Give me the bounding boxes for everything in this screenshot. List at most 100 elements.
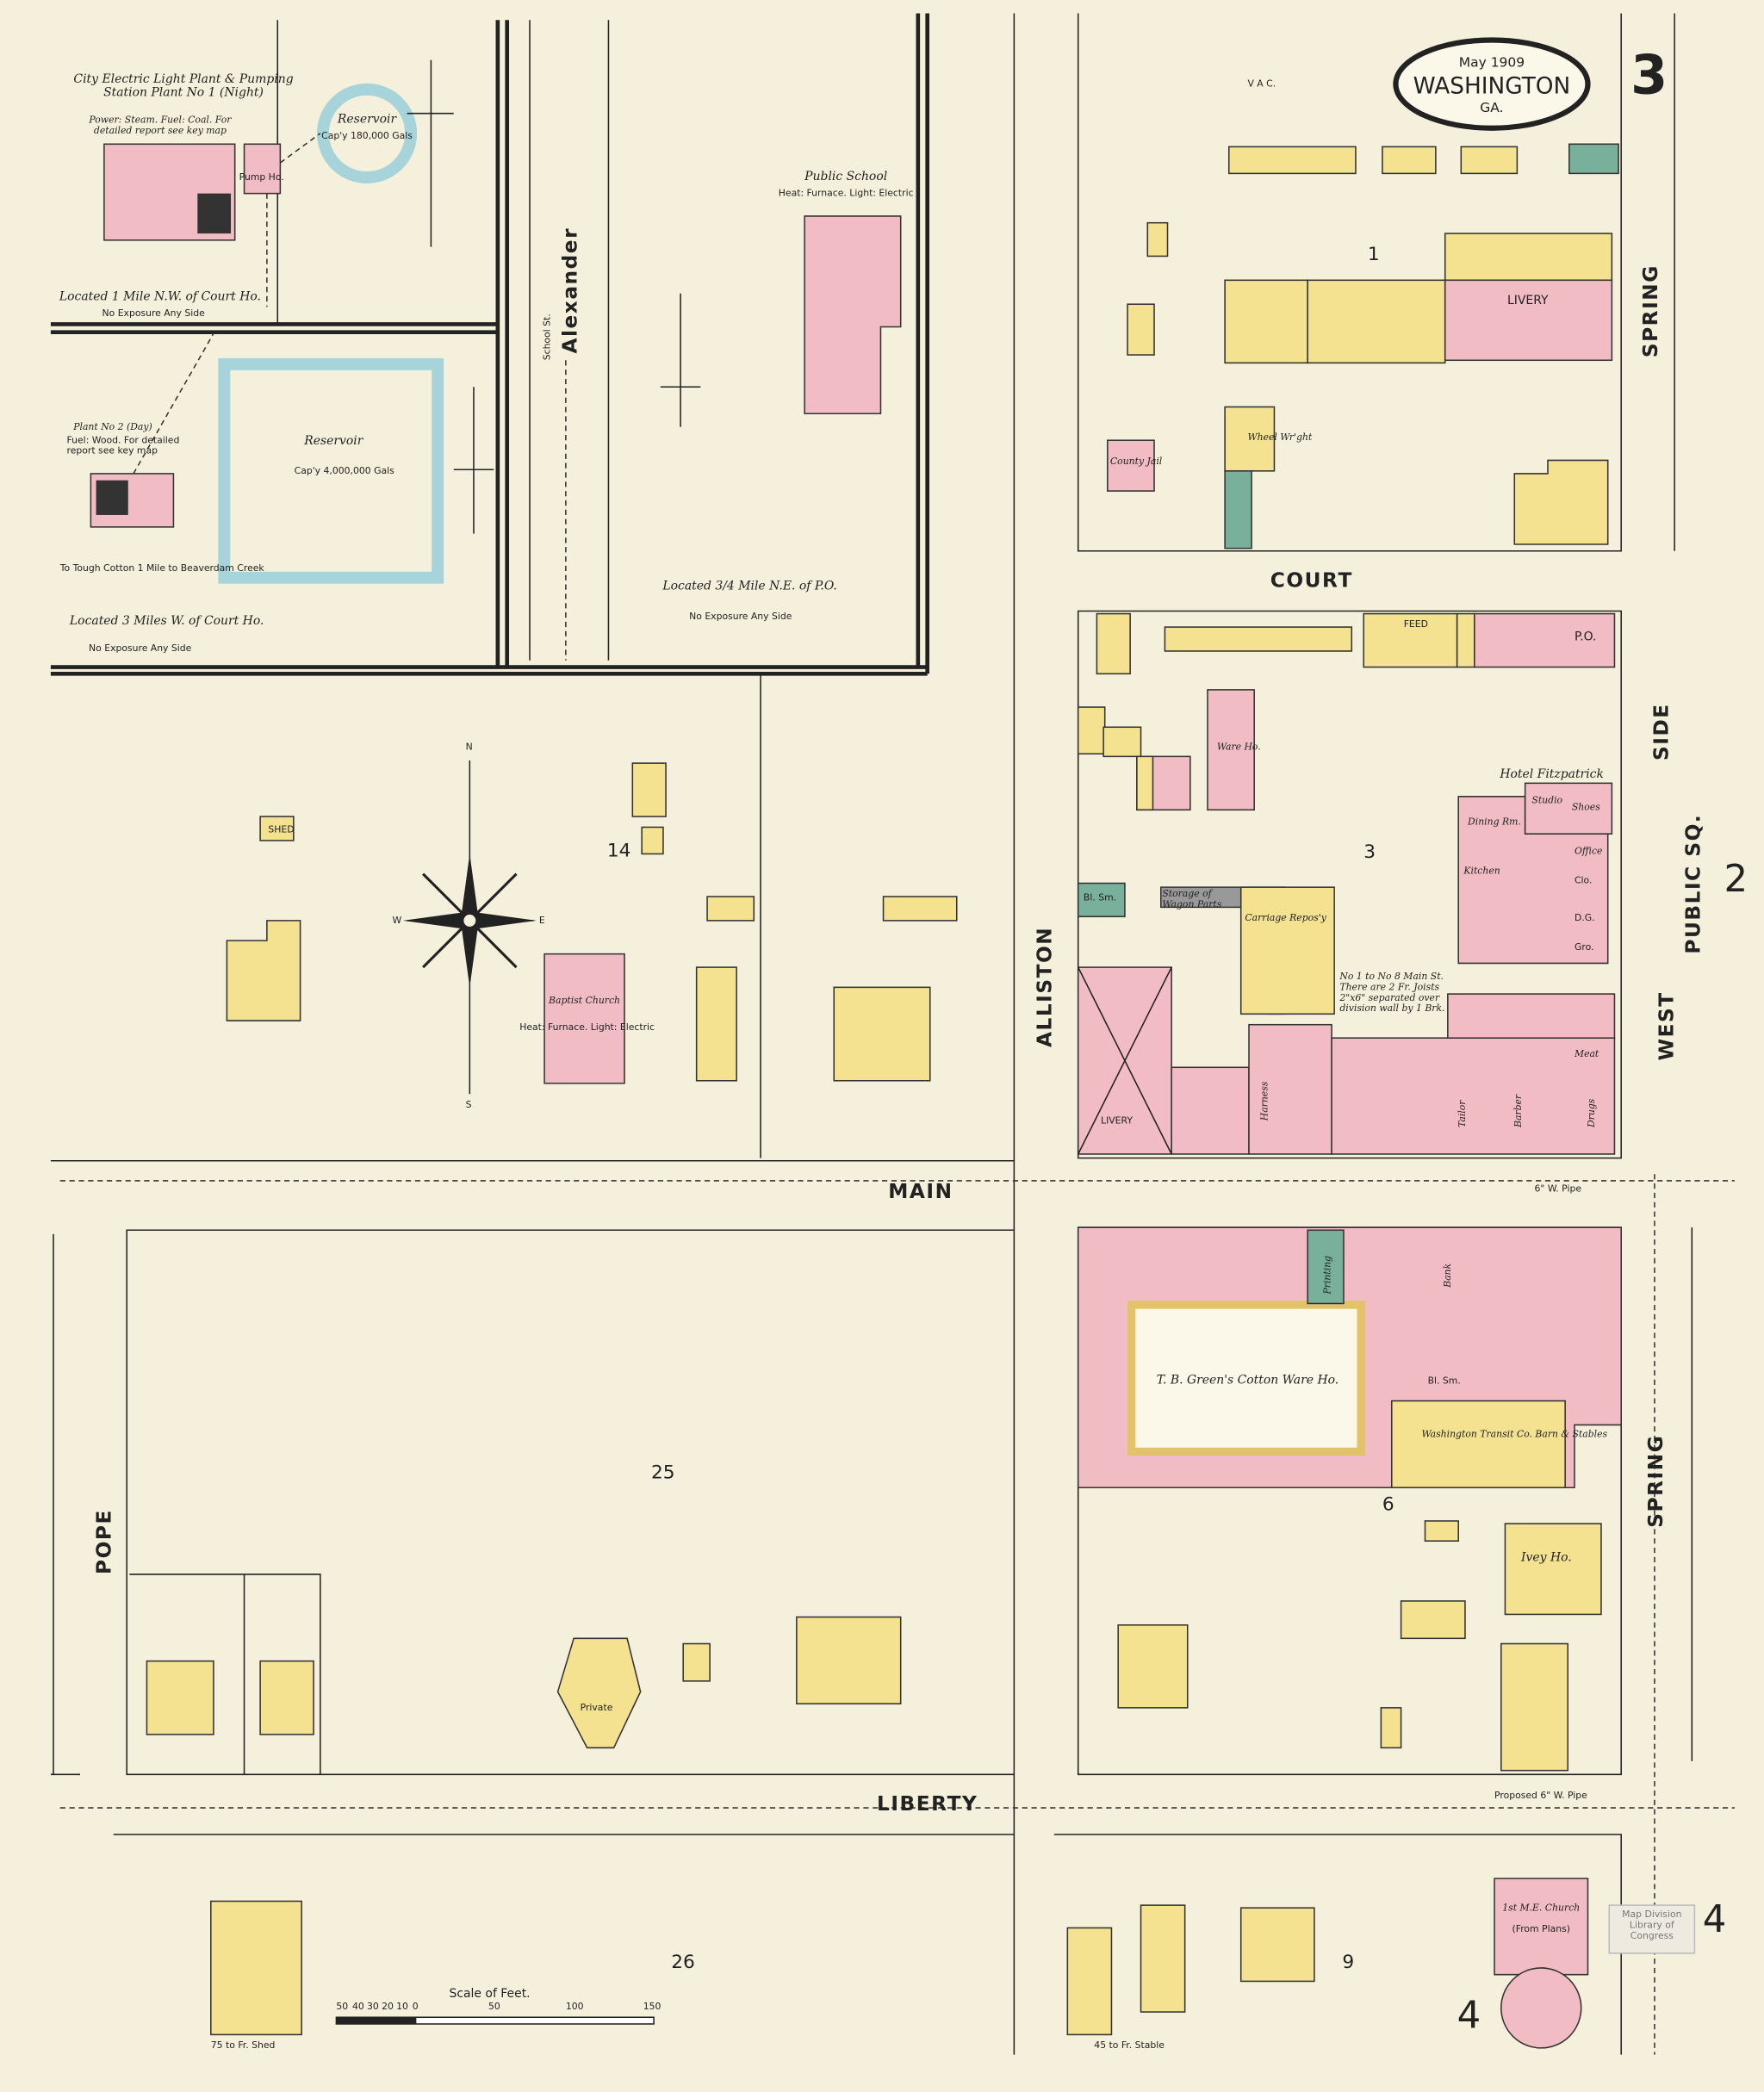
- scale-tick: 100: [566, 2001, 584, 2012]
- inset-plant-2: Reservoir Cap'y 4,000,000 Gals Plant No …: [59, 332, 494, 654]
- plant1-title: City Electric Light Plant & Pumping Stat…: [73, 73, 294, 101]
- pump-house: [243, 143, 282, 195]
- inset-school: Alexander School St. Public School Heat:…: [541, 170, 914, 661]
- street-alexander: Alexander: [558, 227, 581, 354]
- map-date: May 1909: [1459, 54, 1525, 70]
- vacant-label: V A C.: [1247, 78, 1276, 90]
- county-jail: [1107, 439, 1155, 492]
- block-numbers: 1 3 6 14 25 26 9 2 4 4: [607, 244, 1748, 2038]
- shoes-label: Shoes: [1572, 801, 1600, 812]
- harness-label: Harness: [1259, 1081, 1270, 1121]
- scale-of-feet: Scale of Feet. 50 40 30 20 10 0 50 100 1…: [335, 1987, 661, 2025]
- map-state: Ga.: [1480, 100, 1503, 115]
- cotton-warehouse: [1127, 1301, 1365, 1456]
- livery-1-label: Livery: [1507, 294, 1549, 307]
- street-public-sq: Public Sq.: [1682, 814, 1705, 954]
- north-arrow-1: [407, 59, 454, 247]
- barber-label: Barber: [1512, 1094, 1524, 1128]
- private-label: Private: [581, 1702, 613, 1713]
- livery-1: [1444, 279, 1613, 362]
- scale-label: Scale of Feet.: [450, 1987, 531, 2001]
- transit-barn: [1390, 1400, 1566, 1489]
- compass-e: E: [539, 915, 545, 926]
- plant1-detail-box: Power: Steam. Fuel: Coal. For detailed r…: [89, 115, 231, 136]
- street-side: Side: [1649, 703, 1673, 760]
- scale-tick: 10: [396, 2001, 408, 2012]
- pump-house-label: Pump Ho.: [239, 171, 284, 183]
- street-spring-north: Spring: [1639, 264, 1662, 357]
- stamp-text: Map Division Library of Congress: [1622, 1909, 1682, 1942]
- baptist-church: [543, 953, 625, 1084]
- school-location: Located 3/4 Mile N.E. of P.O.: [662, 580, 836, 593]
- block-26-9-buildings: 75 to Fr. Shed 45 to Fr. Stable 1st M.E.…: [210, 1878, 1589, 2051]
- grocery-label: Gro.: [1575, 941, 1593, 953]
- carriage-repository: [1239, 886, 1335, 1015]
- street-west: West: [1655, 991, 1679, 1060]
- scale-tick: 40: [352, 2001, 364, 2012]
- blacksmith-2-label: Bl. Sm.: [1084, 892, 1116, 903]
- title-cartouche: May 1909 Washington Ga.: [1393, 37, 1591, 131]
- pipe-note: 6" W. Pipe: [1535, 1183, 1582, 1194]
- block-26: 26: [671, 1952, 695, 1973]
- street-main: Main: [888, 1180, 953, 1203]
- plant2-note: To Tough Cotton 1 Mile to Beaverdam Cree…: [59, 562, 265, 574]
- street-alliston: Alliston: [1034, 927, 1057, 1047]
- post-office-label: P.O.: [1575, 630, 1596, 644]
- inset-frames: [50, 13, 929, 676]
- boilers: [197, 193, 232, 234]
- main-st-note: No 1 to No 8 Main St. There are 2 Fr. Jo…: [1339, 971, 1445, 1015]
- drugs-label: Drugs: [1586, 1098, 1597, 1128]
- adjacent-sheet-south[interactable]: 4: [1457, 1995, 1481, 2038]
- post-office: [1474, 612, 1616, 668]
- reservoir-2-capacity: Cap'y 4,000,000 Gals: [295, 465, 394, 476]
- carriage-label: Carriage Repos'y: [1245, 912, 1326, 923]
- scale-tick: 50: [336, 2001, 348, 2012]
- feed-label: Feed: [1404, 618, 1428, 630]
- shed-label: Shed: [268, 824, 294, 835]
- office-label: Office: [1575, 845, 1603, 856]
- clothing-label: Clo.: [1575, 875, 1592, 886]
- compass-n: N: [466, 742, 473, 753]
- scale-tick: 30: [367, 2001, 379, 2012]
- plant2-title: Plant No 2 (Day): [72, 421, 152, 432]
- plant2-exposure: No Exposure Any Side: [89, 642, 192, 654]
- cotton-warehouse-label: T. B. Green's Cotton Ware Ho.: [1157, 1373, 1339, 1387]
- reservoir-2: [218, 357, 444, 584]
- street-school: School St.: [541, 313, 552, 360]
- hotel-fitzpatrick-label: Hotel Fitzpatrick: [1499, 767, 1604, 781]
- plant1-title-box: City Electric Light Plant & Pumping Stat…: [73, 73, 294, 101]
- private-building: [556, 1637, 642, 1749]
- wagon-label-box: Storage of Wagon Parts: [1162, 889, 1221, 910]
- plant1-exposure: No Exposure Any Side: [102, 307, 206, 319]
- meat-label: Meat: [1574, 1048, 1599, 1059]
- reservoir-1: [316, 83, 418, 184]
- block-14: 14: [607, 841, 631, 862]
- compass-rose: N S E W: [392, 742, 544, 1110]
- adjacent-sheet-east[interactable]: 2: [1724, 858, 1748, 901]
- block-1: 1: [1368, 244, 1380, 265]
- ware-house: [1207, 689, 1255, 811]
- library-stamp: Map Division Library of Congress: [1608, 1904, 1696, 1954]
- block-25-buildings: Private: [146, 1616, 902, 1749]
- wheelwright-label: Wheel Wr'ght: [1247, 431, 1313, 443]
- tailor-label: Tailor: [1457, 1100, 1468, 1127]
- feed-store: [1363, 612, 1458, 668]
- block-3: 3: [1363, 841, 1376, 863]
- stable-note: 45 to Fr. Stable: [1094, 2039, 1165, 2051]
- adjacent-sheet-southeast[interactable]: 4: [1703, 1898, 1727, 1941]
- me-church: [1494, 1878, 1589, 1976]
- bank-label: Bank: [1442, 1263, 1453, 1288]
- scale-tick: 0: [413, 2001, 419, 2012]
- block-14-buildings: Shed Baptist Church Heat: Furnace. Light…: [226, 762, 958, 1084]
- ware-house-label: Ware Ho.: [1217, 742, 1261, 753]
- reservoir-2-label: Reservoir: [303, 434, 364, 448]
- compass-s: S: [466, 1099, 472, 1110]
- ivey-house-label: Ivey Ho.: [1520, 1550, 1572, 1564]
- reservoir-1-label: Reservoir: [337, 113, 398, 127]
- public-school-building: [804, 215, 902, 414]
- plant2-location: Located 3 Miles W. of Court Ho.: [69, 614, 264, 628]
- ivey-house: [1504, 1523, 1602, 1616]
- block-25: 25: [651, 1462, 675, 1483]
- baptist-church-label: Baptist Church: [548, 995, 620, 1006]
